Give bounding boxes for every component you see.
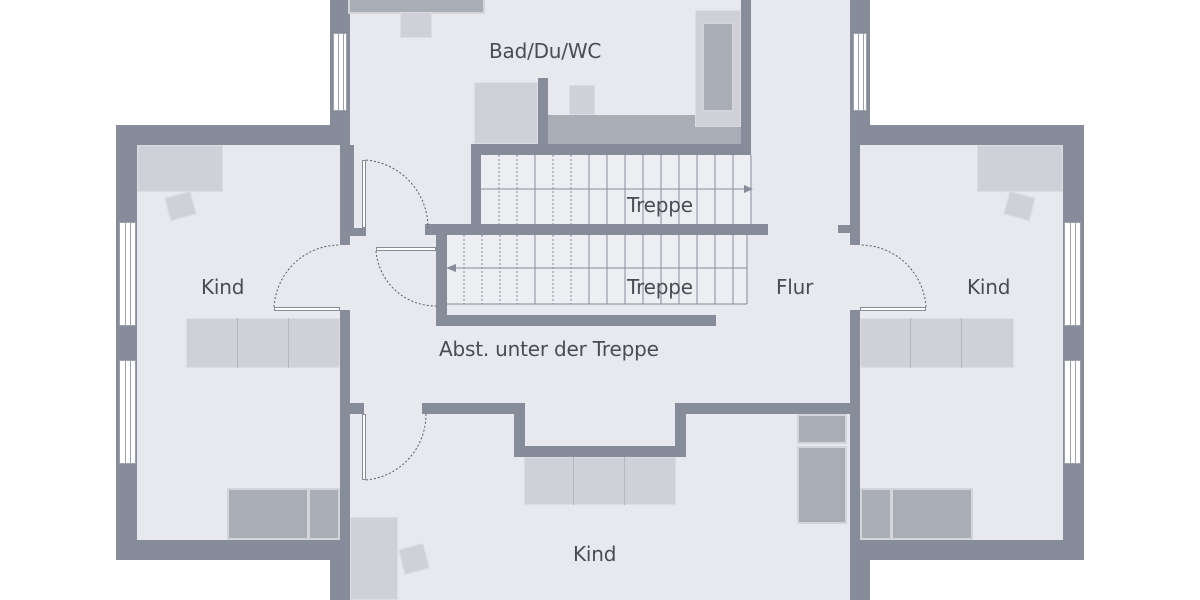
wall	[436, 315, 716, 326]
wall	[514, 446, 686, 457]
room-label-kid-left: Kind	[201, 275, 245, 299]
toilet	[569, 85, 595, 115]
wall	[675, 403, 686, 457]
divider	[910, 318, 911, 368]
wall	[538, 78, 548, 144]
wall	[340, 228, 366, 236]
wall	[116, 125, 350, 145]
room-label-stairs-upper: Treppe	[627, 193, 693, 217]
room-label-storage: Abst. unter der Treppe	[439, 337, 659, 361]
bed	[891, 488, 973, 540]
window	[119, 222, 136, 326]
window	[119, 360, 136, 464]
bathtub	[702, 22, 734, 112]
wall	[425, 224, 768, 235]
desk	[350, 517, 398, 600]
divider	[624, 457, 625, 505]
wall	[471, 144, 481, 228]
room-label-stairs-lower: Treppe	[627, 275, 693, 299]
stair-arrow-icon	[446, 264, 456, 272]
wardrobe	[186, 318, 340, 368]
door-leaf[interactable]	[860, 307, 926, 311]
wall	[340, 310, 350, 560]
wall	[116, 540, 350, 560]
wall	[675, 403, 850, 414]
wall	[850, 540, 1084, 560]
door-leaf[interactable]	[362, 160, 366, 228]
wall	[850, 310, 860, 560]
window	[333, 33, 347, 111]
divider	[573, 457, 574, 505]
wall	[422, 403, 524, 414]
bed	[797, 446, 847, 524]
nightstand	[308, 488, 340, 540]
washbasin	[400, 12, 432, 38]
door-leaf[interactable]	[362, 414, 366, 480]
window	[1064, 360, 1081, 464]
divider	[237, 318, 238, 368]
divider	[961, 318, 962, 368]
desk	[977, 145, 1063, 192]
wall	[850, 125, 1084, 145]
wall	[348, 145, 354, 230]
divider	[288, 318, 289, 368]
window	[1064, 222, 1081, 326]
room-label-kid-right: Kind	[967, 275, 1011, 299]
wall	[436, 224, 447, 324]
wall	[838, 225, 854, 233]
wall	[741, 0, 751, 155]
door-leaf[interactable]	[376, 247, 436, 251]
wall	[850, 125, 860, 245]
wall	[350, 403, 364, 414]
wall	[340, 125, 350, 245]
room-label-hallway: Flur	[776, 275, 814, 299]
stair-arrow-icon	[744, 185, 753, 193]
door-leaf[interactable]	[274, 307, 340, 311]
wall	[471, 144, 751, 155]
wall	[514, 403, 525, 457]
wardrobe	[860, 318, 1014, 368]
nightstand	[797, 414, 847, 444]
desk	[137, 145, 223, 192]
window	[853, 33, 867, 111]
room-label-kid-bottom: Kind	[573, 542, 617, 566]
wardrobe	[524, 457, 676, 505]
room-label-bath: Bad/Du/WC	[489, 39, 602, 63]
shower-tray	[474, 82, 538, 144]
